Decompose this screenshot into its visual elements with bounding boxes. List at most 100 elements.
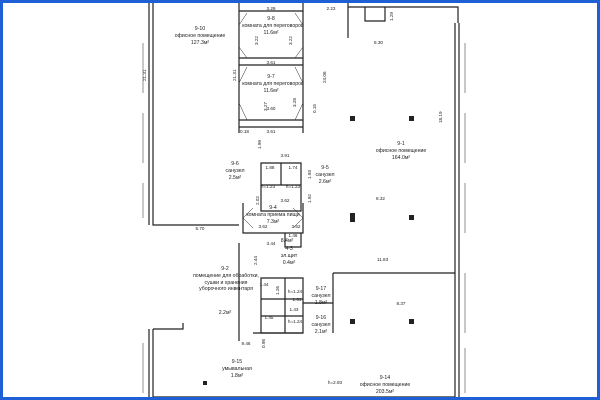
svg-text:1.99: 1.99	[257, 140, 262, 149]
columns	[203, 116, 414, 385]
svg-text:1.44: 1.44	[260, 282, 269, 287]
svg-text:3.62: 3.62	[259, 224, 268, 229]
room-9-5: 9-5 санузел 2.6м²	[316, 165, 335, 185]
svg-text:0.15: 0.15	[312, 104, 317, 113]
svg-text:эл.щит: эл.щит	[281, 253, 298, 259]
svg-text:санузел: санузел	[226, 168, 245, 174]
svg-text:2.44: 2.44	[253, 256, 258, 265]
wall-sanitary-block	[260, 162, 302, 212]
svg-text:1.74: 1.74	[289, 165, 298, 170]
svg-text:24.06: 24.06	[322, 71, 327, 83]
svg-text:1.93: 1.93	[307, 170, 312, 179]
dimension-labels: 3.29 2.23 1.29 3.22 3.22 8.30 21.31 21.3…	[142, 6, 443, 385]
floor-plan: 9-10 офисное помещение 127.3м² 9-8 комна…	[142, 3, 466, 397]
svg-text:11.6м²: 11.6м²	[263, 88, 278, 94]
room-9-10: 9-10 офисное помещение 127.3м²	[175, 26, 226, 46]
svg-text:2.02: 2.02	[255, 196, 260, 205]
svg-text:1.8м²: 1.8м²	[315, 300, 328, 306]
svg-text:1.26: 1.26	[275, 286, 280, 295]
room-4-3: 4-3 эл.щит 0.4м²	[281, 246, 298, 266]
svg-text:9.46: 9.46	[242, 341, 251, 346]
svg-text:2.2м²: 2.2м²	[219, 310, 232, 316]
svg-text:0.4м²: 0.4м²	[283, 260, 296, 266]
svg-text:21.31: 21.31	[142, 69, 147, 81]
svg-text:3.44: 3.44	[267, 241, 276, 246]
room-9-2: 9-2 помещение для обработки, сушки и хра…	[193, 266, 259, 316]
svg-text:3.60: 3.60	[267, 106, 276, 111]
svg-text:8.4м²: 8.4м²	[281, 238, 294, 244]
svg-text:1.8м²: 1.8м²	[231, 373, 244, 379]
svg-text:h=1.23: h=1.23	[286, 184, 301, 189]
svg-text:164.0м²: 164.0м²	[392, 155, 411, 161]
svg-text:комната для переговоров: комната для переговоров	[242, 81, 304, 87]
svg-text:9-10: 9-10	[195, 26, 205, 32]
room-9-7: 9-7 комната для переговоров 11.6м²	[242, 74, 304, 94]
svg-text:комната приема пищи: комната приема пищи	[246, 212, 299, 218]
room-9-15: 9-15 умывальная 1.8м²	[222, 359, 252, 379]
svg-text:8.37: 8.37	[397, 301, 406, 306]
svg-text:h=1.24: h=1.24	[288, 289, 303, 294]
room-9-6: 9-6 санузел 2.5м²	[226, 161, 245, 181]
svg-text:1.92: 1.92	[307, 194, 312, 203]
svg-text:санузел: санузел	[316, 172, 335, 178]
svg-text:8.30: 8.30	[374, 40, 383, 45]
svg-text:21.31: 21.31	[232, 69, 237, 81]
svg-text:3.29: 3.29	[267, 6, 276, 11]
svg-text:9-2: 9-2	[221, 266, 229, 272]
svg-text:1.43: 1.43	[290, 307, 299, 312]
room-9-4: 9-4 комната приема пищи 7.3м²	[246, 205, 299, 225]
svg-text:2.1м²: 2.1м²	[315, 329, 328, 335]
svg-text:0.98: 0.98	[261, 339, 266, 348]
room-labels: 9-10 офисное помещение 127.3м² 9-8 комна…	[175, 16, 427, 395]
svg-text:9-8: 9-8	[267, 16, 275, 22]
svg-text:2.6м²: 2.6м²	[319, 179, 332, 185]
svg-text:9-5: 9-5	[321, 165, 329, 171]
svg-text:h=1.24: h=1.24	[288, 319, 303, 324]
room-9-8: 9-8 комната для переговоров 11.6м²	[242, 16, 304, 36]
svg-text:8.32: 8.32	[376, 196, 385, 201]
walls	[142, 3, 466, 397]
svg-text:3.91: 3.91	[281, 153, 290, 158]
svg-text:9-14: 9-14	[380, 375, 390, 381]
svg-text:h=1.23: h=1.23	[261, 184, 276, 189]
room-9-1: 9-1 офисное помещение 164.0м²	[376, 141, 427, 161]
svg-text:2.23: 2.23	[327, 6, 336, 11]
svg-text:h=2.93: h=2.93	[328, 380, 343, 385]
room-9-14: 9-14 офисное помещение 203.5м²	[360, 375, 411, 395]
svg-text:9-16: 9-16	[316, 315, 326, 321]
svg-text:18.19: 18.19	[438, 111, 443, 123]
svg-text:умывальная: умывальная	[222, 366, 252, 372]
svg-text:4-3: 4-3	[285, 246, 293, 252]
svg-text:3.22: 3.22	[254, 36, 259, 45]
svg-text:7.3м²: 7.3м²	[267, 219, 280, 225]
svg-text:203.5м²: 203.5м²	[376, 389, 395, 395]
svg-text:9-17: 9-17	[316, 286, 326, 292]
svg-text:3.22: 3.22	[288, 36, 293, 45]
svg-text:11.83: 11.83	[377, 257, 389, 262]
svg-text:офисное помещение: офисное помещение	[360, 382, 411, 388]
svg-text:9-7: 9-7	[267, 74, 275, 80]
svg-text:санузел: санузел	[312, 322, 331, 328]
svg-text:127.3м²: 127.3м²	[191, 40, 210, 46]
svg-text:1.61: 1.61	[293, 297, 302, 302]
svg-text:1.45: 1.45	[265, 315, 274, 320]
room-9-17: 9-17 санузел 1.8м²	[312, 286, 331, 306]
svg-text:1.88: 1.88	[266, 165, 275, 170]
svg-text:11.6м²: 11.6м²	[263, 30, 278, 36]
svg-text:5.70: 5.70	[196, 226, 205, 231]
svg-text:3.28: 3.28	[292, 98, 297, 107]
room-9-16: 9-16 санузел 2.1м²	[312, 315, 331, 335]
svg-text:1.46: 1.46	[289, 233, 298, 238]
svg-text:9-6: 9-6	[231, 161, 239, 167]
svg-text:3.62: 3.62	[292, 224, 301, 229]
svg-text:санузел: санузел	[312, 293, 331, 299]
svg-text:9-15: 9-15	[232, 359, 242, 365]
svg-text:9-1: 9-1	[397, 141, 405, 147]
svg-text:3.61: 3.61	[267, 129, 276, 134]
svg-text:3.61: 3.61	[267, 60, 276, 65]
wall-left-upper	[152, 3, 239, 226]
svg-text:офисное помещение: офисное помещение	[175, 33, 226, 39]
svg-text:3.27: 3.27	[263, 102, 268, 111]
svg-text:офисное помещение: офисное помещение	[376, 148, 427, 154]
